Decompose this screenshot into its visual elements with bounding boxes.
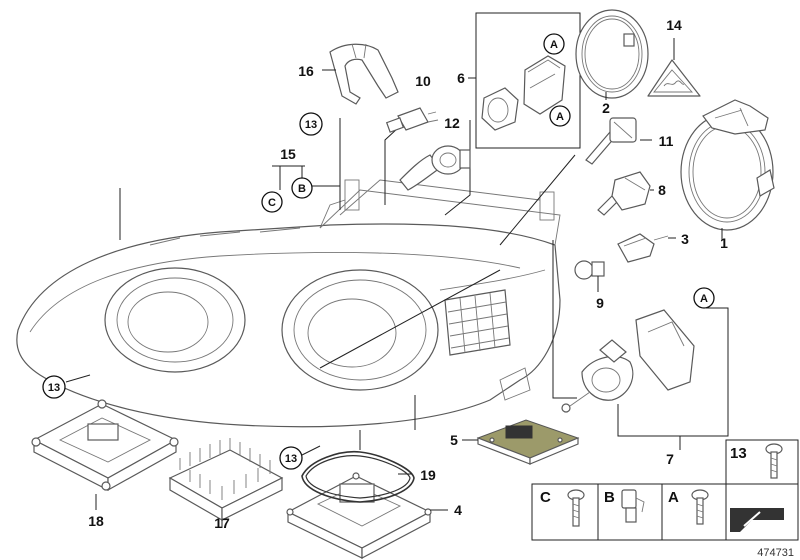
cover-ring-part-2	[575, 9, 649, 99]
label-part-8: 8	[658, 182, 666, 198]
callout-13-top: 13	[299, 112, 323, 136]
label-part-6: 6	[457, 70, 465, 86]
callout-a-6-top: A	[543, 33, 565, 55]
heatsink-part-17	[168, 438, 284, 522]
label-part-18: 18	[88, 513, 104, 529]
legend-label-c: C	[540, 489, 551, 506]
label-part-9: 9	[596, 295, 604, 311]
bracket-part-16	[329, 43, 399, 105]
label-part-1: 1	[720, 235, 728, 251]
bulb-part-10	[385, 107, 439, 133]
svg-text:C: C	[268, 197, 276, 209]
svg-text:B: B	[298, 183, 306, 195]
svg-text:13: 13	[285, 453, 297, 465]
label-part-16: 16	[298, 63, 314, 79]
screw-c-icon	[567, 489, 585, 527]
svg-text:A: A	[556, 111, 564, 123]
label-part-10: 10	[415, 73, 431, 89]
leader-11	[499, 154, 576, 246]
label-part-2: 2	[602, 100, 610, 116]
label-part-4: 4	[454, 502, 462, 518]
direction-arrow-icon	[730, 508, 784, 532]
svg-text:13: 13	[48, 382, 60, 394]
screw-13-icon	[765, 443, 783, 479]
ring-assembly-part-1	[680, 99, 775, 231]
bulb-part-9	[574, 260, 605, 280]
ballast-part-18	[31, 399, 179, 492]
leader-7-frame	[617, 307, 729, 437]
label-part-19: 19	[420, 467, 436, 483]
callout-a-6-bottom: A	[549, 105, 571, 127]
callout-13-left: 13	[42, 375, 66, 399]
leader-15-bracket	[272, 165, 305, 190]
seal-part-19	[301, 450, 415, 503]
label-part-7: 7	[666, 451, 674, 467]
leader-6-right	[552, 240, 577, 399]
label-part-14: 14	[666, 17, 682, 33]
callout-b-15: B	[291, 177, 313, 199]
label-part-17: 17	[214, 515, 230, 531]
callout-13-bottom: 13	[279, 446, 303, 470]
figure-number: 474731	[757, 547, 794, 559]
label-part-5: 5	[450, 432, 458, 448]
module-part-8	[597, 171, 651, 216]
legend-label-b: B	[604, 489, 615, 506]
bulb-part-11	[585, 117, 637, 165]
label-part-12: 12	[444, 115, 460, 131]
headlight-housing	[16, 179, 561, 428]
control-board-part-5	[476, 419, 580, 465]
leader-13-left	[65, 374, 91, 383]
leader-10	[384, 127, 399, 205]
warning-label-part-14	[647, 59, 701, 97]
clip-b-icon	[621, 489, 645, 523]
label-part-3: 3	[681, 231, 689, 247]
callout-a-7: A	[693, 287, 715, 309]
fastener-legend: C B A 13	[531, 439, 799, 541]
leader-lower	[359, 395, 416, 450]
leader-center	[319, 269, 501, 369]
label-part-15: 15	[280, 146, 296, 162]
label-part-11: 11	[659, 133, 674, 149]
legend-label-a: A	[668, 489, 679, 506]
callout-c-15: C	[261, 191, 283, 213]
screw-a-icon	[691, 489, 709, 525]
actuator-part-7	[561, 309, 695, 413]
svg-text:A: A	[700, 293, 708, 305]
leader-12	[444, 120, 471, 216]
socket-part-3	[617, 233, 669, 263]
control-unit-part-6	[475, 12, 581, 149]
svg-text:13: 13	[305, 119, 317, 131]
leader-13-bottom	[301, 445, 321, 456]
indicator-grille	[444, 289, 511, 356]
svg-text:A: A	[550, 39, 558, 51]
bulb-part-12	[399, 145, 471, 191]
legend-label-13: 13	[730, 445, 747, 462]
